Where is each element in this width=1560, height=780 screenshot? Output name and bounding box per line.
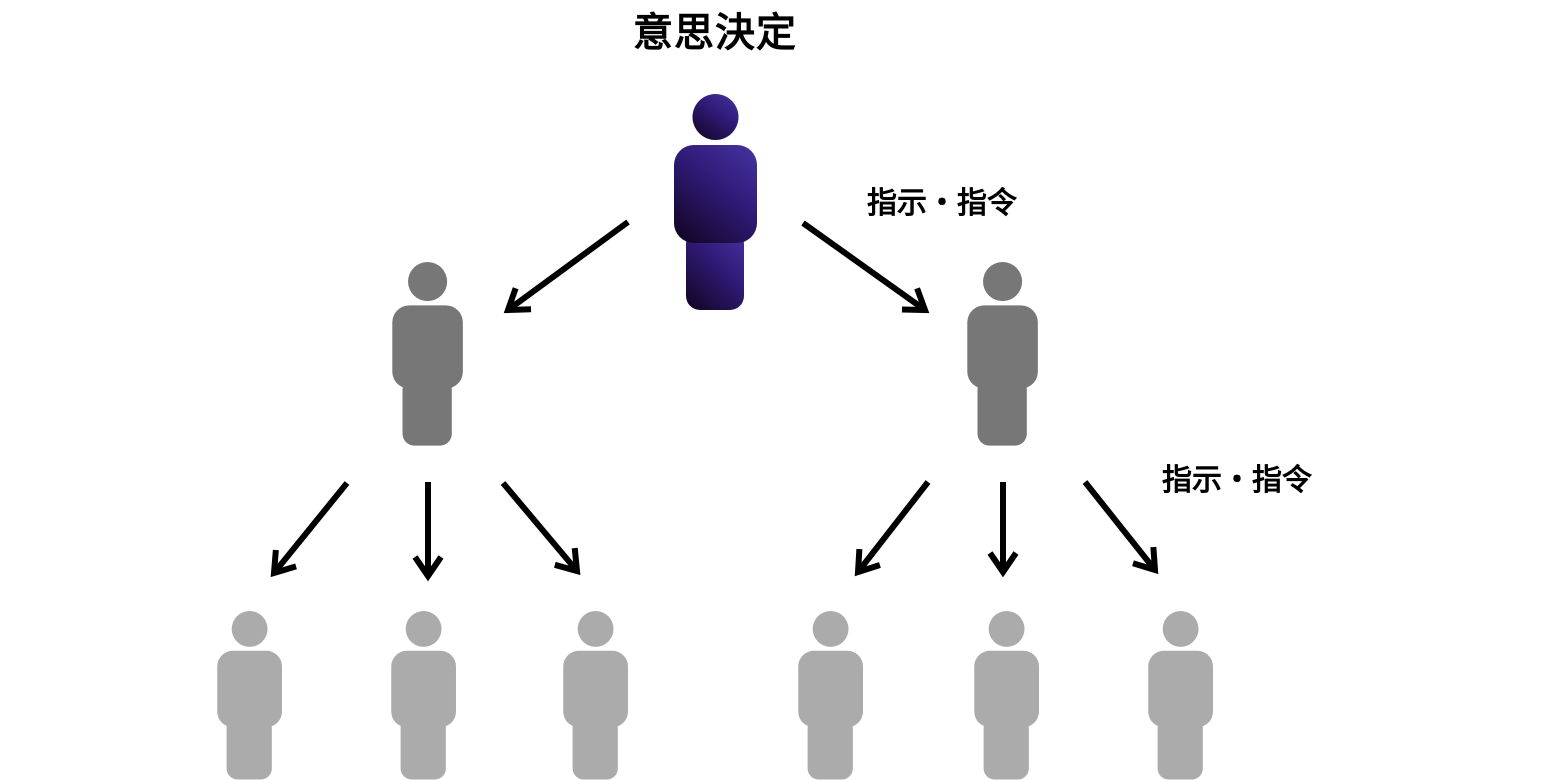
person-icon-member-1 — [217, 611, 282, 780]
page-title: 意思決定 — [633, 11, 797, 55]
arrow-manager-right-to-member-4 — [854, 480, 931, 577]
person-icon-member-2 — [391, 611, 456, 780]
arrow-leader-to-manager-right — [801, 220, 930, 314]
persons-layer — [217, 94, 1213, 780]
person-icon-leader — [674, 94, 757, 310]
arrow-manager-left-to-member-3 — [500, 481, 581, 576]
person-icon-manager-right — [967, 262, 1038, 446]
person-icon-manager-left — [392, 262, 463, 446]
person-icon-member-6 — [1148, 611, 1213, 780]
arrows-layer — [270, 219, 1159, 582]
person-icon-member-4 — [798, 611, 863, 780]
arrow-manager-right-to-member-6 — [1082, 480, 1159, 575]
arrow-label-lower: 指示・指令 — [1162, 464, 1312, 497]
arrow-leader-to-manager-left — [503, 219, 630, 314]
arrow-manager-left-to-member-1 — [270, 481, 350, 578]
arrow-label-upper: 指示・指令 — [867, 187, 1017, 220]
person-icon-member-3 — [563, 611, 628, 780]
person-icon-member-5 — [974, 611, 1039, 780]
